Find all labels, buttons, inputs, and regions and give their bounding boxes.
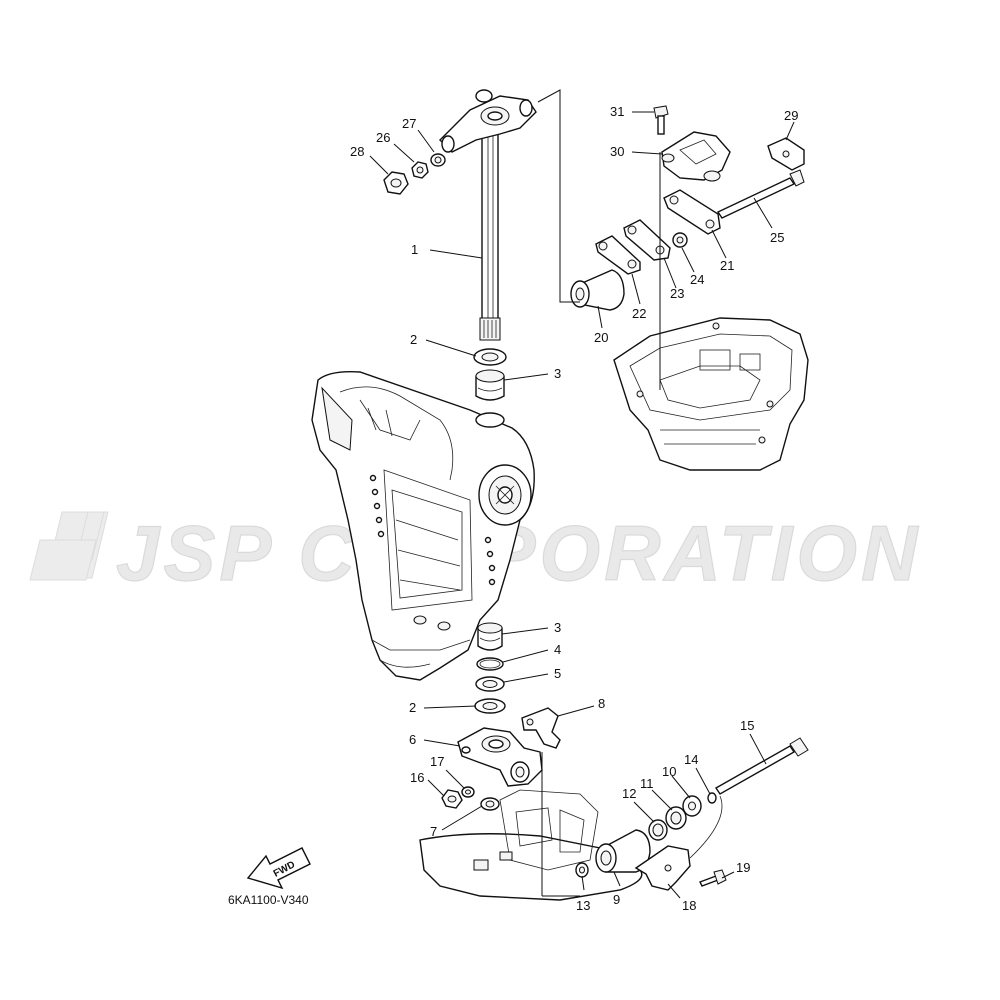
callout-19: 19 xyxy=(736,860,750,875)
bushing-3-bottom xyxy=(477,622,503,651)
nut-28 xyxy=(383,171,409,195)
plate-21 xyxy=(663,189,721,235)
callout-29: 29 xyxy=(784,108,798,123)
washer-14 xyxy=(707,792,717,804)
cover-18 xyxy=(634,795,723,891)
watermark: JSP CORPORATION xyxy=(29,508,921,598)
reference-lines xyxy=(537,89,661,897)
nut-16 xyxy=(441,789,463,809)
callout-26: 26 xyxy=(376,130,390,145)
callout-20: 20 xyxy=(594,330,608,345)
callout-18: 18 xyxy=(682,898,696,913)
bolt-15 xyxy=(715,737,809,795)
washer-2-top xyxy=(473,348,507,366)
callout-11: 11 xyxy=(640,776,654,791)
washer-5 xyxy=(475,676,505,692)
callout-28: 28 xyxy=(350,144,364,159)
mount-9 xyxy=(595,829,651,873)
nut-7 xyxy=(480,797,500,811)
washer-24 xyxy=(672,232,688,248)
callout-1: 1 xyxy=(411,242,418,257)
bolt-31 xyxy=(653,105,669,135)
plate-23 xyxy=(623,219,671,261)
callout-24: 24 xyxy=(690,272,704,287)
callout-23: 23 xyxy=(670,286,684,301)
lower-case xyxy=(613,317,809,471)
callout-15: 15 xyxy=(740,718,754,733)
callout-2-top: 2 xyxy=(410,332,417,347)
fwd-arrow-icon: FWD xyxy=(246,847,311,890)
watermark-text: JSP CORPORATION xyxy=(116,509,921,597)
washer-10 xyxy=(682,795,702,817)
callout-3-bottom: 3 xyxy=(554,620,561,635)
bolt-25 xyxy=(716,169,805,219)
bushing-3-top xyxy=(475,369,505,401)
callout-5: 5 xyxy=(554,666,561,681)
callouts: 1 2 3 3 4 5 2 6 7 8 9 10 11 12 13 14 15 xyxy=(350,104,798,913)
callout-9: 9 xyxy=(613,892,620,907)
callout-12: 12 xyxy=(622,786,636,801)
steering-arm-6 xyxy=(457,727,543,787)
callout-30: 30 xyxy=(610,144,624,159)
callout-2-bottom: 2 xyxy=(409,700,416,715)
callout-31: 31 xyxy=(610,104,624,119)
callout-17: 17 xyxy=(430,754,444,769)
callout-7: 7 xyxy=(430,824,437,839)
callout-3-top: 3 xyxy=(554,366,561,381)
plate-22 xyxy=(595,235,641,275)
swivel-bracket xyxy=(311,370,535,681)
o-ring-4 xyxy=(476,657,504,671)
callout-21: 21 xyxy=(720,258,734,273)
plate-8 xyxy=(521,707,561,749)
callout-4: 4 xyxy=(554,642,561,657)
callout-14: 14 xyxy=(684,752,698,767)
washer-27 xyxy=(430,153,446,167)
cover-29 xyxy=(767,137,805,171)
callout-22: 22 xyxy=(632,306,646,321)
callout-16: 16 xyxy=(410,770,424,785)
washer-12 xyxy=(648,819,668,841)
callout-13: 13 xyxy=(576,898,590,913)
diagram-code: 6KA1100-V340 xyxy=(228,893,309,907)
callout-6: 6 xyxy=(409,732,416,747)
lower-mount-plate xyxy=(419,789,643,901)
callout-8: 8 xyxy=(598,696,605,711)
washer-17 xyxy=(461,786,475,798)
washer-2-bottom xyxy=(474,698,506,714)
callout-27: 27 xyxy=(402,116,416,131)
washer-13 xyxy=(575,862,589,878)
callout-25: 25 xyxy=(770,230,784,245)
nut-26 xyxy=(411,161,429,179)
cover-30 xyxy=(661,131,731,182)
callout-10: 10 xyxy=(662,764,676,779)
bolt-19 xyxy=(699,869,727,887)
mount-20 xyxy=(570,269,625,311)
washer-11 xyxy=(665,806,687,830)
steering-shaft xyxy=(439,89,537,341)
